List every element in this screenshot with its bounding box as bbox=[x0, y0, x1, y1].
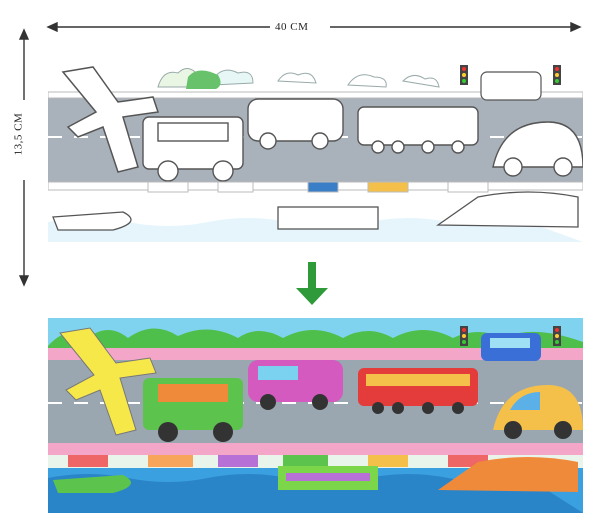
outline-coloring-page bbox=[48, 57, 583, 242]
beetle-car-colored bbox=[493, 385, 583, 439]
top-car-colored bbox=[481, 333, 541, 361]
bus-outline bbox=[357, 106, 479, 154]
height-dimension-arrow-icon bbox=[18, 28, 30, 287]
airplane-colored bbox=[59, 327, 157, 436]
width-label: 40 CM bbox=[275, 21, 309, 33]
boat-colored bbox=[53, 457, 578, 493]
traffic-light-icon bbox=[460, 326, 561, 346]
tree-icon bbox=[186, 70, 221, 89]
jeep-outline bbox=[142, 116, 244, 182]
width-dimension-arrow-icon bbox=[46, 21, 582, 33]
traffic-light-icon bbox=[460, 65, 561, 85]
top-car-outline bbox=[480, 71, 542, 101]
down-arrow-icon bbox=[296, 262, 328, 305]
colored-coloring-page bbox=[48, 318, 583, 513]
airplane-outline bbox=[61, 66, 159, 173]
bus-colored bbox=[358, 368, 478, 414]
boat-outline bbox=[52, 191, 579, 231]
stone-wall bbox=[68, 455, 488, 467]
van-outline bbox=[247, 98, 344, 150]
beetle-car-outline bbox=[492, 121, 583, 177]
jeep-colored bbox=[143, 378, 243, 442]
height-label: 13,5 CM bbox=[12, 112, 25, 156]
van-colored bbox=[248, 360, 343, 410]
